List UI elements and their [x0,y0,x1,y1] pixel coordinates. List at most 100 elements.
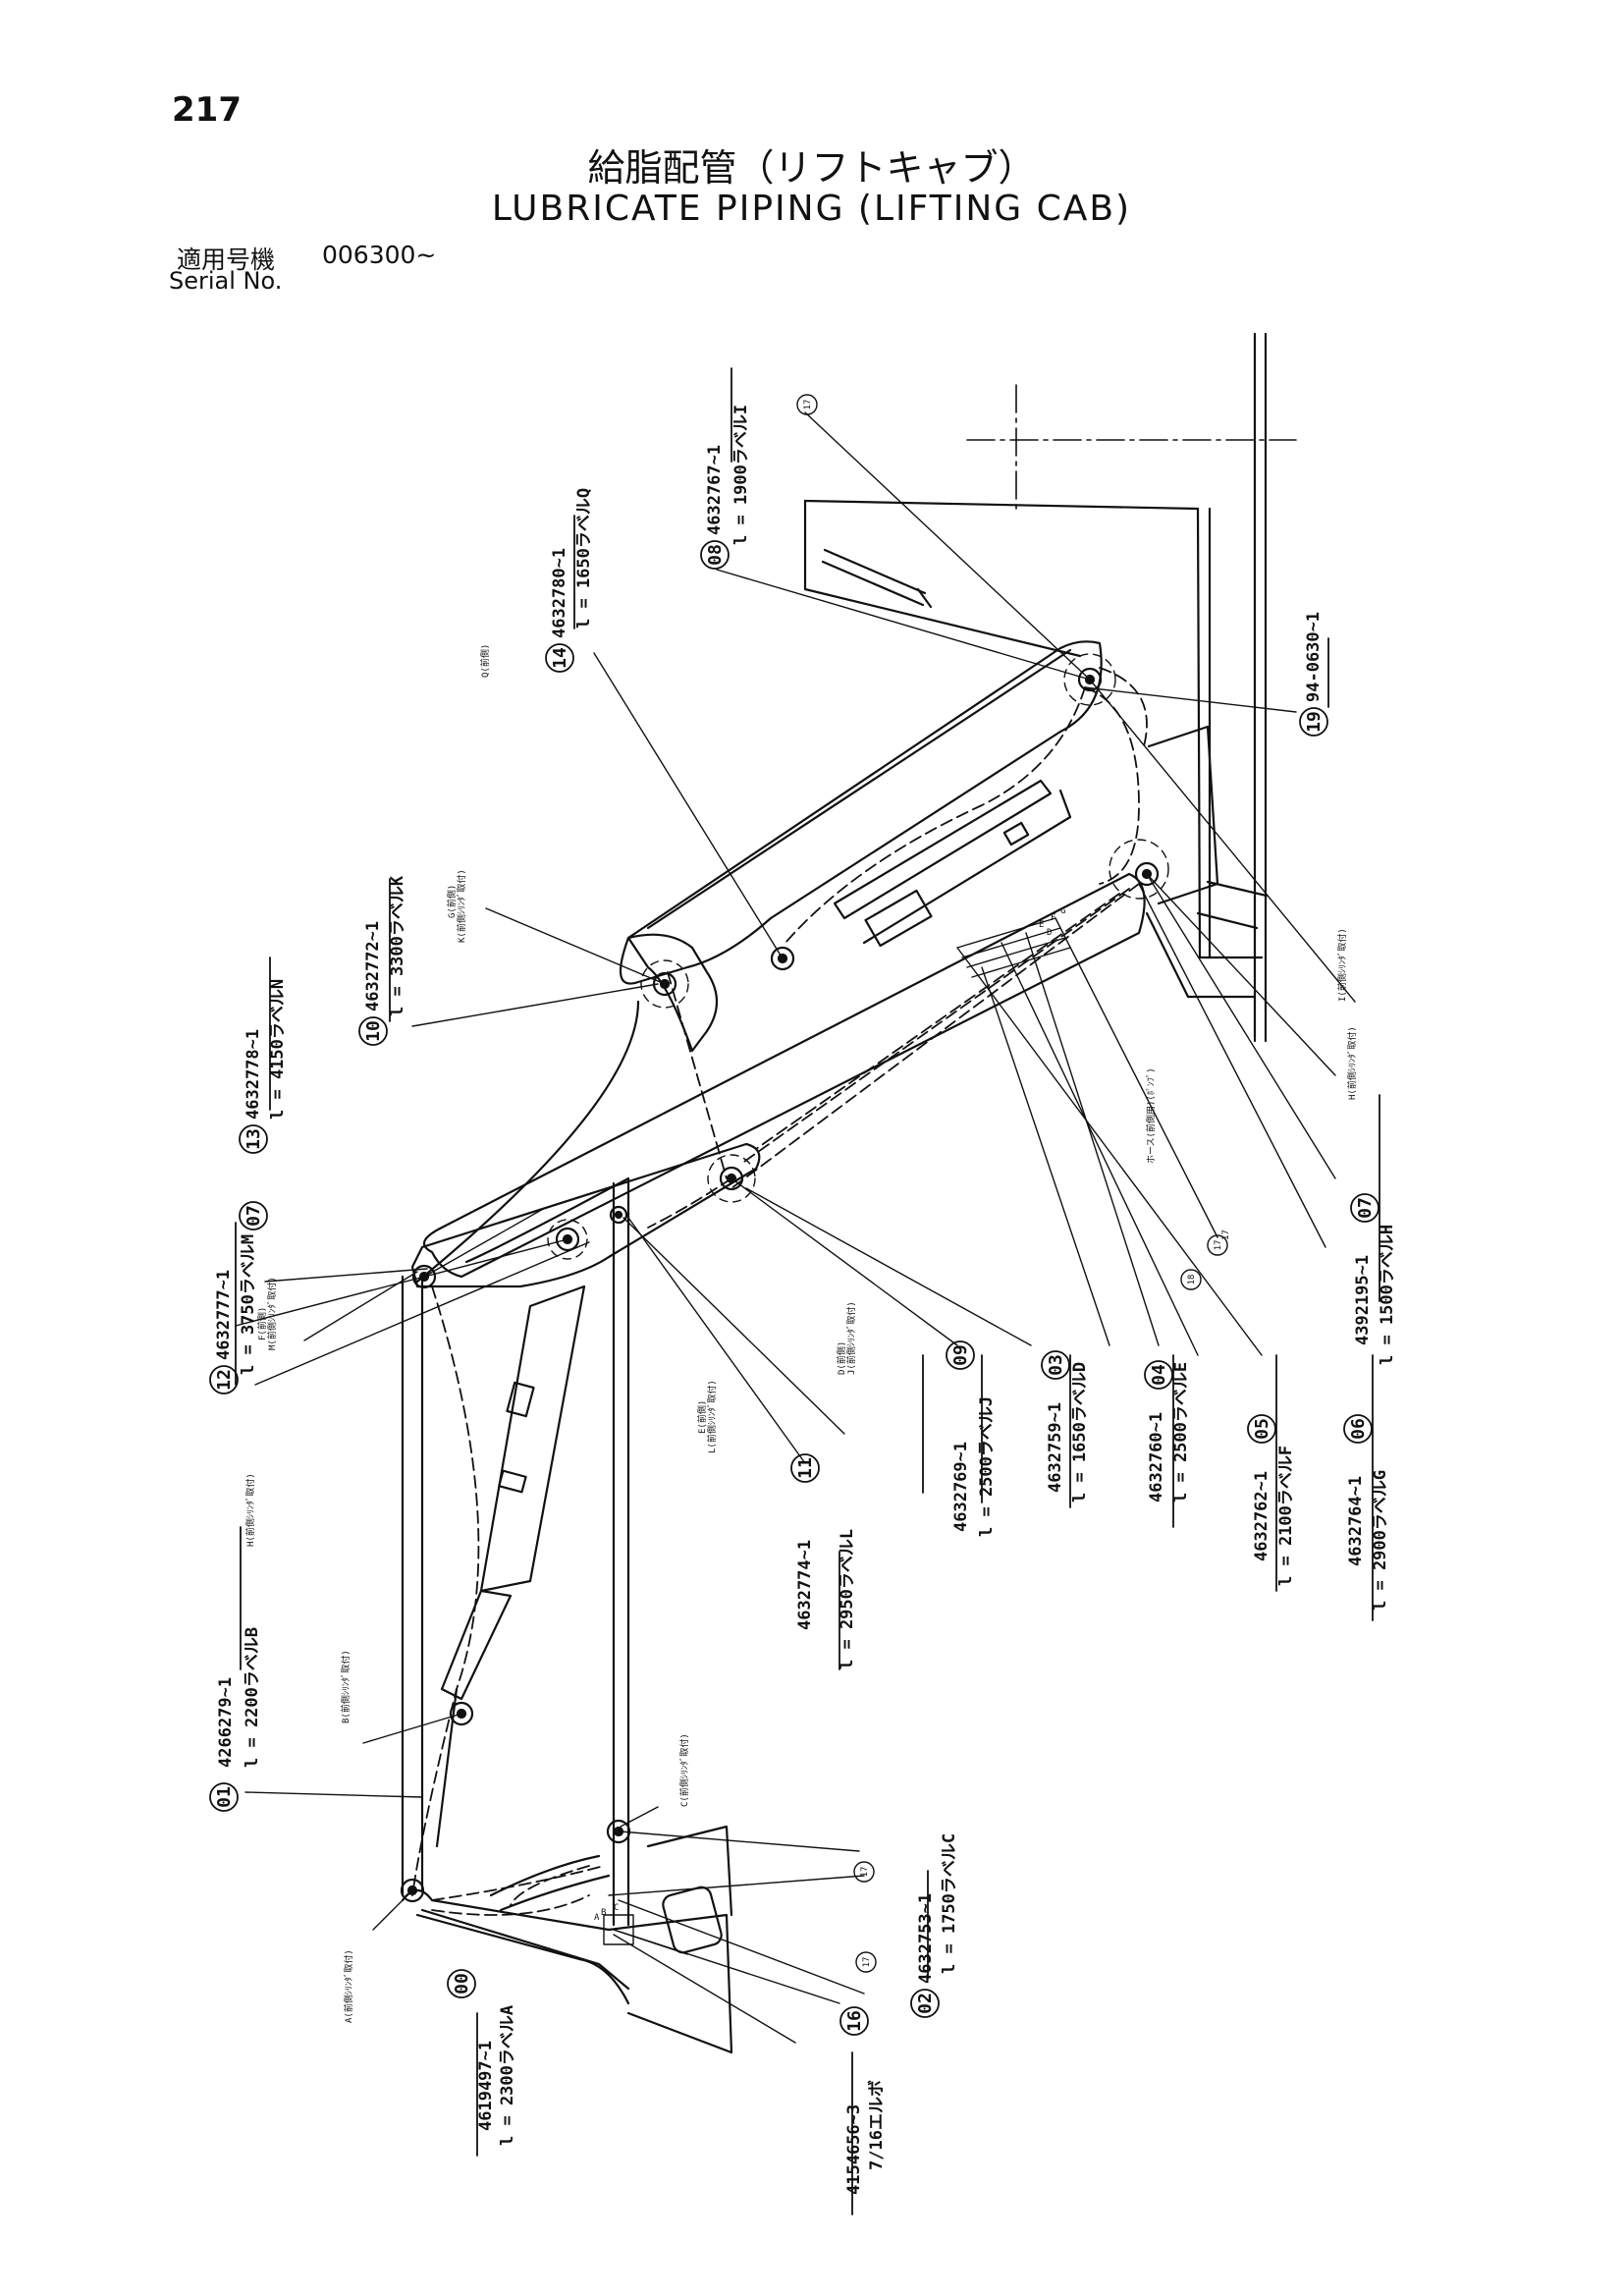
leader-lines [235,411,1356,2044]
svg-text:B(前側ｼﾘﾝﾀﾞ取付): B(前側ｼﾘﾝﾀﾞ取付) [340,1650,352,1723]
length-04: l = 2500ラベルE [1171,1362,1191,1503]
callout-underlines [235,367,1380,2215]
svg-text:10: 10 [363,1020,384,1042]
pin-joints [400,653,1169,1903]
upper-cylinder [833,779,1072,948]
callout-circle-08: 08 [700,540,730,570]
svg-text:L(前側ｼﾘﾝﾀﾞ取付): L(前側ｼﾘﾝﾀﾞ取付) [706,1380,718,1453]
svg-text:I(前側ｼﾘﾝﾀﾞ取付): I(前側ｼﾘﾝﾀﾞ取付) [1336,928,1348,1002]
svg-text:J(前側ｼﾘﾝﾀﾞ取付): J(前側ｼﾘﾝﾀﾞ取付) [845,1301,857,1375]
part-09: 4632769~1 [951,1442,971,1532]
length-13: l = 4150ラベルN [268,979,288,1120]
svg-text:07: 07 [243,1205,264,1227]
part-05: 4632762~1 [1252,1471,1271,1561]
svg-text:06: 06 [1348,1418,1369,1440]
callout-circle-11: 11 [790,1453,820,1483]
callout-circle-17e: 17 [1221,1230,1231,1240]
svg-text:B: B [601,1908,606,1918]
svg-text:08: 08 [705,544,726,566]
svg-text:19: 19 [1304,711,1325,733]
svg-text:13: 13 [243,1128,264,1150]
part-14: 4632780~1 [550,548,569,638]
svg-text:00: 00 [452,1973,472,1995]
callout-circle-18: 18 [1180,1269,1202,1290]
svg-text:14: 14 [550,647,570,669]
svg-text:A(前側ｼﾘﾝﾀﾞ取付): A(前側ｼﾘﾝﾀﾞ取付) [343,1949,354,2023]
length-06: l = 2900ラベルG [1371,1470,1390,1611]
svg-text:01: 01 [214,1786,235,1808]
svg-text:18: 18 [1187,1275,1197,1285]
svg-text:07: 07 [1355,1197,1376,1219]
length-05: l = 2100ラベルF [1276,1446,1296,1586]
svg-text:F: F [1051,913,1055,923]
pin-letters: D E F G A B C [594,906,1065,1923]
part-11: 4632774~1 [795,1540,815,1630]
svg-text:Q(前側): Q(前側) [479,644,491,678]
svg-text:17: 17 [1221,1230,1231,1240]
callout-circle-14: 14 [545,643,574,673]
lower-cylinder [435,1285,586,1848]
part-10: 4632772~1 [363,921,383,1011]
callout-circle-01: 01 [209,1782,239,1812]
length-01: l = 2200ラベルB [243,1627,262,1768]
callout-circle-06: 06 [1343,1414,1373,1444]
upper-boom [619,640,1219,985]
attachment-labels: A(前側ｼﾘﾝﾀﾞ取付) B(前側ｼﾘﾝﾀﾞ取付) C(前側ｼﾘﾝﾀﾞ取付) D… [244,644,1358,2023]
svg-text:K(前側ｼﾘﾝﾀﾞ取付): K(前側ｼﾘﾝﾀﾞ取付) [456,869,467,943]
svg-text:16: 16 [844,2010,865,2032]
svg-text:G(前側): G(前側) [446,885,458,918]
grease-piping [411,667,1148,1916]
serial-label-en: Serial No. [169,267,283,295]
page-title-jp: 給脂配管（リフトキャブ） [587,146,1036,190]
part-16: 4154656~3 [844,2105,864,2195]
svg-text:E: E [1039,920,1044,930]
svg-text:17: 17 [860,1867,870,1878]
svg-text:G: G [1060,906,1065,916]
lower-frame [401,1176,733,2054]
length-16: 7/16エルボ [867,2080,887,2170]
callout-circle-17d: 17 [855,1951,877,1973]
callout-circle-19: 19 [1299,707,1328,737]
svg-text:D(前側): D(前側) [836,1341,847,1375]
length-09: l = 2500ラベルJ [977,1396,997,1537]
callout-circle-16: 16 [839,2006,869,2036]
part-03: 4632759~1 [1046,1402,1065,1493]
svg-text:04: 04 [1149,1364,1169,1386]
callout-circle-03: 03 [1041,1350,1070,1380]
length-03: l = 1650ラベルD [1070,1362,1090,1503]
svg-text:11: 11 [795,1457,816,1479]
callout-circle-05: 05 [1247,1414,1276,1444]
svg-text:C(前側ｼﾘﾝﾀﾞ取付): C(前側ｼﾘﾝﾀﾞ取付) [678,1733,690,1807]
part-19: 94-0630~1 [1304,612,1324,702]
cab-frame [489,1854,723,1954]
part-07: 4392195~1 [1353,1255,1373,1345]
svg-text:D: D [1047,928,1052,938]
part-01: 4266279~1 [216,1677,236,1768]
callout-circle-09: 09 [946,1340,975,1370]
svg-text:ホース(前側用)(ﾎﾟﾝﾌﾟ): ホース(前側用)(ﾎﾟﾝﾌﾟ) [1145,1067,1157,1164]
vehicle-frame [803,332,1297,1043]
length-10: l = 3300ラベルK [388,875,407,1016]
length-12: l = 3750ラベルM [239,1234,258,1375]
svg-text:H(前側ｼﾘﾝﾀﾞ取付): H(前側ｼﾘﾝﾀﾞ取付) [244,1473,256,1547]
callout-circle-04: 04 [1144,1360,1173,1390]
length-02: l = 1750ラベルC [940,1833,959,1974]
grease-manifold [603,917,1071,1945]
svg-text:M(前側ｼﾘﾝﾀﾞ取付): M(前側ｼﾘﾝﾀﾞ取付) [266,1277,278,1350]
svg-text:17: 17 [862,1957,872,1968]
length-07: l = 1500ラベルH [1378,1225,1397,1365]
callout-circle-10: 10 [358,1016,388,1046]
page-title-en: LUBRICATE PIPING (LIFTING CAB) [491,189,1132,229]
svg-text:F(前側): F(前側) [256,1307,268,1340]
length-00: l = 2300ラベルA [498,2005,517,2146]
part-12: 4632777~1 [214,1270,234,1360]
svg-text:02: 02 [915,1993,936,2014]
serial-label-jp: 適用号機 [177,246,276,274]
callout-circle-17b: 17 [1207,1234,1228,1256]
svg-text:03: 03 [1046,1354,1066,1376]
svg-text:17: 17 [803,400,813,410]
svg-text:A: A [594,1913,600,1923]
callout-circle-17a: 17 [796,394,818,415]
callout-circle-07b: 07 [239,1201,268,1230]
